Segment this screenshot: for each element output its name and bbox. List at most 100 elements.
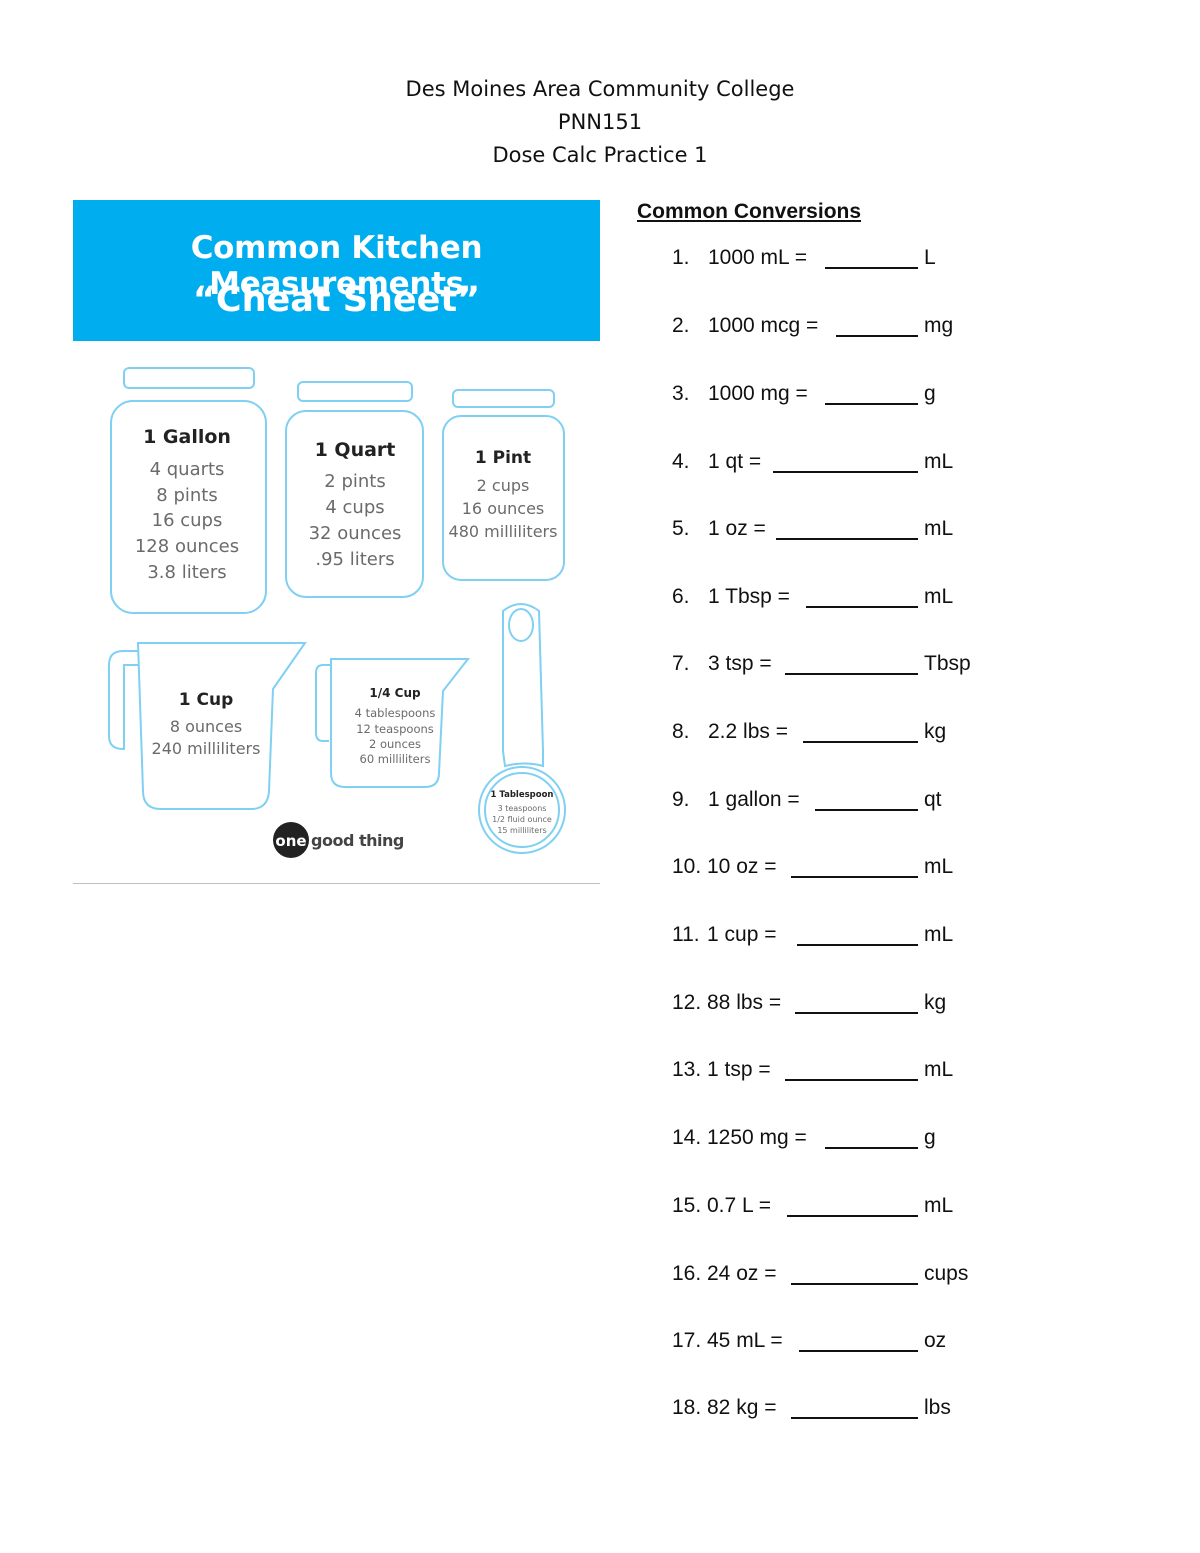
cup-heading: 1 Cup bbox=[179, 690, 234, 710]
question-expression: 10 oz = bbox=[707, 855, 777, 878]
conversion-question: 14.1250 mg =g bbox=[672, 1125, 992, 1151]
answer-unit: g bbox=[924, 1126, 936, 1149]
cup-line: 8 ounces bbox=[170, 717, 242, 736]
tablespoon-line: 3 teaspoons bbox=[498, 804, 547, 813]
answer-blank[interactable] bbox=[803, 723, 918, 743]
conversion-question: 8.2.2 lbs =kg bbox=[672, 719, 992, 745]
question-number: 6. bbox=[672, 585, 690, 608]
gallon-heading: 1 Gallon bbox=[143, 426, 231, 448]
question-number: 9. bbox=[672, 788, 690, 811]
question-number: 7. bbox=[672, 652, 690, 675]
question-number: 13. bbox=[672, 1058, 702, 1081]
quart-jar-icon bbox=[285, 410, 424, 598]
one-good-thing-logo: one good thing bbox=[273, 822, 404, 858]
answer-blank[interactable] bbox=[785, 655, 918, 675]
answer-blank[interactable] bbox=[785, 1061, 918, 1081]
answer-blank[interactable] bbox=[825, 249, 918, 269]
question-expression: 1000 mg = bbox=[708, 382, 808, 405]
question-number: 12. bbox=[672, 991, 702, 1014]
question-expression: 1 oz = bbox=[708, 517, 766, 540]
cup-handle-icon bbox=[108, 650, 139, 750]
cheat-sheet-subtitle: “Cheat Sheet” bbox=[192, 280, 481, 320]
tablespoon-hole-icon bbox=[508, 608, 534, 642]
cheat-sheet-title: Common Kitchen Measurements bbox=[190, 230, 483, 302]
question-expression: 82 kg = bbox=[707, 1396, 777, 1419]
worksheet-title: Dose Calc Practice 1 bbox=[492, 143, 708, 167]
answer-unit: mL bbox=[924, 517, 954, 540]
question-number: 18. bbox=[672, 1396, 702, 1419]
question-number: 16. bbox=[672, 1262, 702, 1285]
conversion-question: 15.0.7 L =mL bbox=[672, 1193, 992, 1219]
question-expression: 24 oz = bbox=[707, 1262, 777, 1285]
question-number: 4. bbox=[672, 450, 690, 473]
course-code: PNN151 bbox=[557, 110, 643, 134]
answer-blank[interactable] bbox=[806, 588, 918, 608]
tablespoon-line: 1/2 fluid ounce bbox=[492, 815, 552, 824]
conversion-question: 17.45 mL =oz bbox=[672, 1328, 992, 1354]
tablespoon-inner-ring-icon bbox=[484, 772, 560, 848]
answer-blank[interactable] bbox=[797, 926, 918, 946]
tablespoon-handle-icon bbox=[502, 603, 544, 768]
question-number: 3. bbox=[672, 382, 690, 405]
answer-unit: mg bbox=[924, 314, 954, 337]
question-expression: 1250 mg = bbox=[707, 1126, 807, 1149]
conversion-question: 10.10 oz =mL bbox=[672, 854, 992, 880]
conversion-question: 9.1 gallon =qt bbox=[672, 787, 992, 813]
question-expression: 1000 mcg = bbox=[708, 314, 819, 337]
question-number: 15. bbox=[672, 1194, 702, 1217]
answer-unit: mL bbox=[924, 855, 954, 878]
quarter-cup-measure-icon bbox=[330, 658, 471, 788]
conversion-question: 4.1 qt =mL bbox=[672, 449, 992, 475]
answer-blank[interactable] bbox=[795, 994, 918, 1014]
conversions-title: Common Conversions bbox=[637, 200, 862, 223]
answer-blank[interactable] bbox=[825, 385, 918, 405]
conversion-question: 13.1 tsp =mL bbox=[672, 1057, 992, 1083]
conversion-question: 1. 1000 mL = L bbox=[672, 245, 992, 271]
answer-blank[interactable] bbox=[799, 1332, 918, 1352]
answer-unit: oz bbox=[924, 1329, 947, 1352]
question-number: 2. bbox=[672, 314, 690, 337]
answer-blank[interactable] bbox=[825, 1129, 918, 1149]
common-conversions-section: Common Conversions bbox=[637, 198, 1157, 226]
answer-unit: mL bbox=[924, 585, 954, 608]
answer-unit: L bbox=[924, 246, 936, 269]
quart-line: 4 cups bbox=[325, 497, 384, 518]
answer-unit: mL bbox=[924, 1058, 954, 1081]
quarter-cup-line: 12 teaspoons bbox=[356, 722, 434, 736]
answer-blank[interactable] bbox=[791, 1399, 918, 1419]
logo-rest-text: good thing bbox=[311, 831, 404, 850]
answer-blank[interactable] bbox=[791, 858, 918, 878]
question-number: 1. bbox=[672, 246, 690, 269]
quarter-cup-line: 4 tablespoons bbox=[355, 706, 436, 720]
answer-blank[interactable] bbox=[787, 1197, 918, 1217]
cup-line: 240 milliliters bbox=[152, 739, 261, 758]
conversion-question: 7.3 tsp =Tbsp bbox=[672, 651, 992, 677]
document-header: Des Moines Area Community College PNN151… bbox=[0, 73, 1200, 172]
question-expression: 1000 mL = bbox=[708, 246, 808, 269]
conversion-question: 3. 1000 mg = g bbox=[672, 381, 992, 407]
answer-unit: mL bbox=[924, 923, 954, 946]
question-number: 17. bbox=[672, 1329, 702, 1352]
question-expression: 1 qt = bbox=[708, 450, 762, 473]
pint-line: 16 ounces bbox=[462, 499, 545, 518]
question-expression: 88 lbs = bbox=[707, 991, 782, 1014]
answer-blank[interactable] bbox=[791, 1265, 918, 1285]
quart-line: 32 ounces bbox=[309, 523, 402, 544]
quarter-cup-handle-icon bbox=[315, 664, 331, 742]
kitchen-measurements-cheat-sheet: Common Kitchen Measurements “Cheat Sheet… bbox=[73, 200, 600, 884]
quart-heading: 1 Quart bbox=[315, 439, 396, 461]
tablespoon-bowl-icon bbox=[478, 766, 566, 854]
gallon-line: 16 cups bbox=[152, 510, 223, 531]
answer-blank[interactable] bbox=[773, 453, 918, 473]
pint-line: 2 cups bbox=[477, 476, 530, 495]
cup-measure-icon bbox=[136, 642, 307, 810]
gallon-line: 4 quarts bbox=[150, 459, 225, 480]
pint-jar-icon bbox=[442, 415, 565, 581]
answer-blank[interactable] bbox=[776, 520, 918, 540]
answer-blank[interactable] bbox=[815, 791, 918, 811]
quart-jar-lid-icon bbox=[297, 381, 413, 402]
question-expression: 1 cup = bbox=[707, 923, 777, 946]
answer-blank[interactable] bbox=[836, 317, 918, 337]
answer-unit: g bbox=[924, 382, 936, 405]
logo-one-text: one bbox=[275, 832, 306, 850]
